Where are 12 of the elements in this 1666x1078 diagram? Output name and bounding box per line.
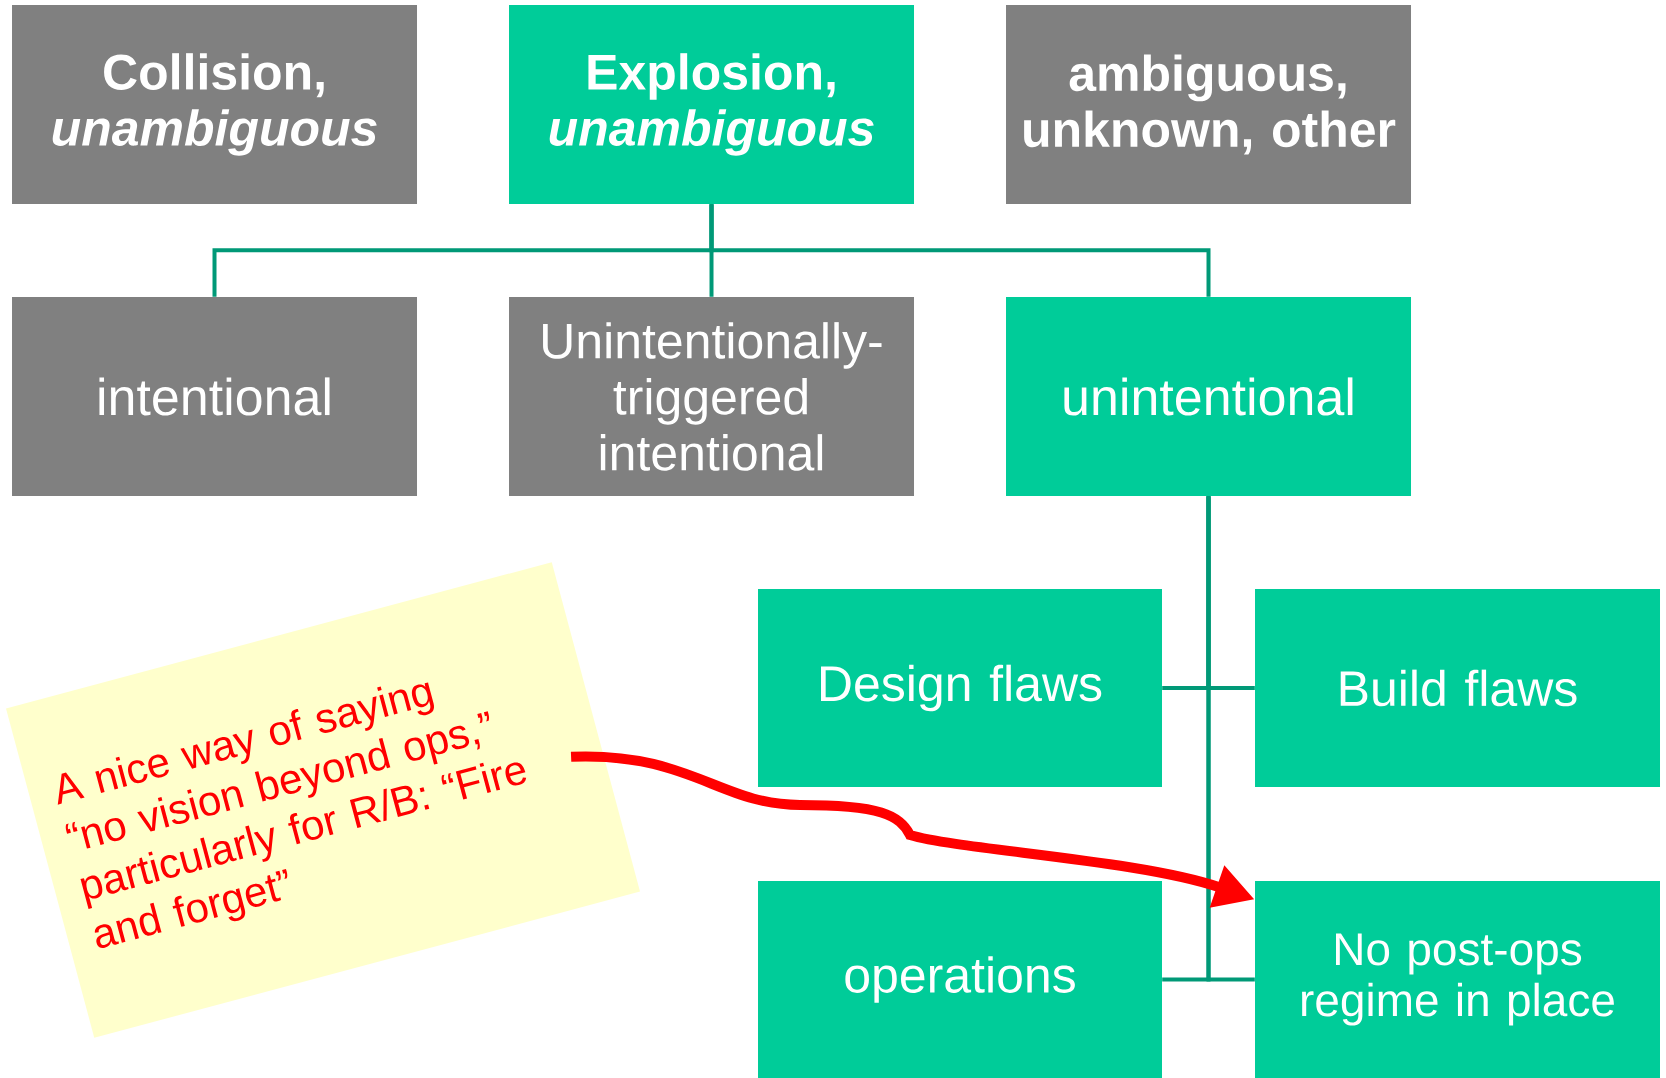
category-box: Build flaws [1255,589,1660,787]
category-box: ambiguous, unknown, other [1006,5,1411,204]
category-box: intentional [12,297,417,496]
category-box: unintentional [1006,297,1411,496]
category-box: Collision, unambiguous [12,5,417,204]
category-box: Explosion, unambiguous [509,5,914,204]
connector-line [1206,496,1255,982]
category-box: No post-ops regime in place [1255,881,1660,1078]
category-box: operations [758,881,1162,1078]
category-box: Unintentionally-triggered intentional [509,297,914,496]
connector-line [709,204,1211,297]
category-box: Design flaws [758,589,1162,787]
